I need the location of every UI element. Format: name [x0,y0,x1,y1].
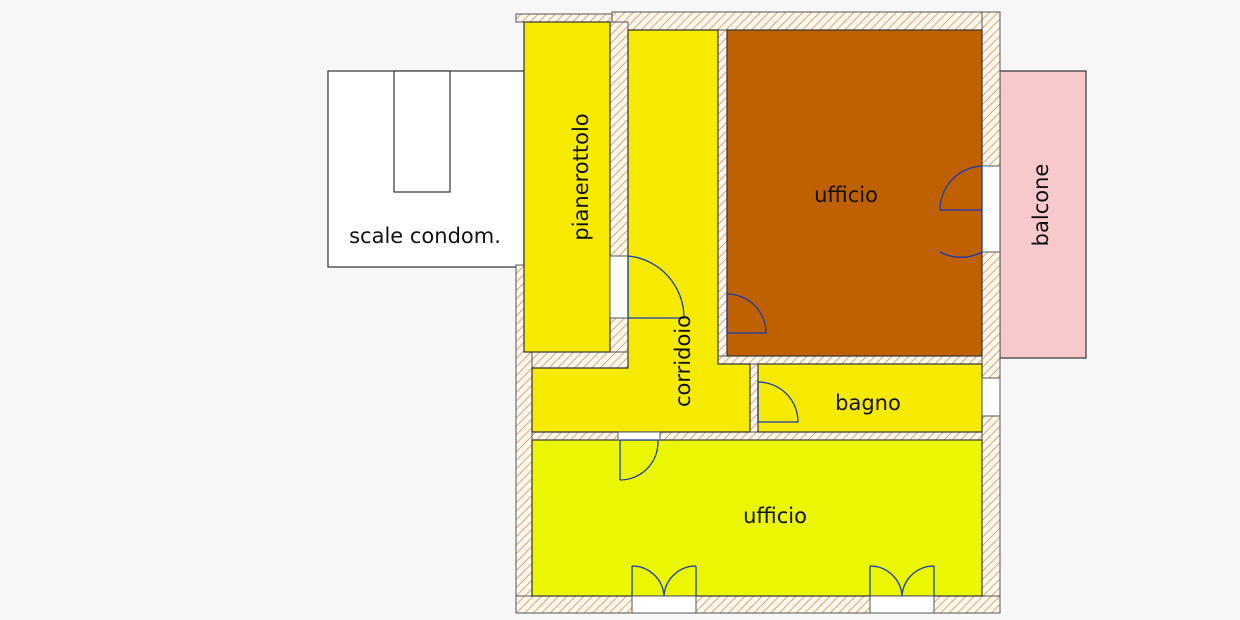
door-swing-ufficio-top-icon [726,293,767,334]
opening-bagno-window [981,377,1001,417]
door-swing-bagno-icon [757,381,799,423]
opening-balcony-door [981,165,1001,253]
door-swing-balcone-upper-icon [939,165,983,211]
label-ufficio-bottom: ufficio [743,504,807,528]
door-swings [619,165,983,597]
label-ufficio-top: ufficio [814,183,878,207]
label-balcone: balcone [1029,164,1053,247]
rooms [523,21,983,597]
balcony: balcone [999,70,1087,359]
wall-office-bottom [717,355,983,365]
wall-top-left [515,13,613,23]
opening-pianerottolo-corridoio [609,255,629,319]
opening-office-door [617,431,661,441]
wall-bagno-left [749,363,759,433]
stairwell: scale condom. [327,70,525,268]
opening-window-left [631,595,697,614]
wall-top [611,11,1001,31]
room-bagno [757,363,983,433]
room-ufficio-bottom [531,439,983,597]
window-swing-left-icon [631,565,697,597]
window-swing-right-icon [869,565,935,597]
door-swing-ufficio-bottom-icon [619,439,659,481]
stair-flight [393,70,451,193]
label-pianerottolo: pianerottolo [569,113,593,240]
wall-corridor-right [717,29,728,361]
label-corridoio: corridoio [671,315,695,407]
opening-window-right [869,595,935,614]
room-balcone [999,70,1087,359]
room-pianerottolo [523,21,611,353]
wall-right [981,11,1001,614]
door-swing-balcone-lower-icon [939,210,983,258]
room-corridoio [531,29,751,433]
label-scale-condom: scale condom. [349,224,501,248]
room-labels: pianerottolo corridoio ufficio bagno uff… [569,113,901,528]
wall-mid-horizontal [531,431,983,441]
door-swing-pianerottolo-icon [627,255,685,319]
wall-pianerottolo-bottom [531,351,629,369]
label-bagno: bagno [835,391,901,415]
openings [609,165,1001,614]
